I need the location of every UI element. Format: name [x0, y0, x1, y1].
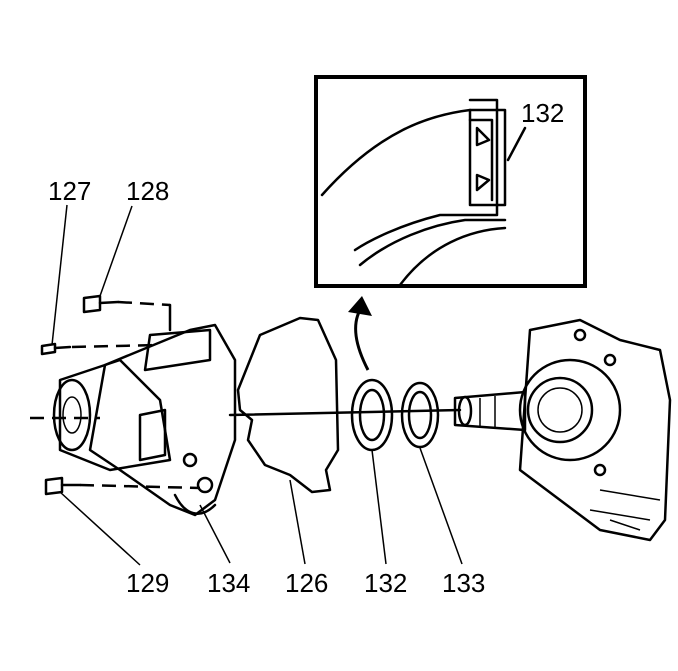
label-132: 132	[364, 568, 407, 598]
extension-housing	[52, 323, 237, 517]
gasket	[236, 316, 340, 494]
label-126: 126	[285, 568, 328, 598]
leader-lines	[51, 204, 463, 566]
stud-127	[40, 342, 161, 356]
transmission-case	[453, 318, 672, 542]
seal-132	[350, 378, 394, 452]
label-133: 133	[442, 568, 485, 598]
label-128: 128	[126, 176, 169, 206]
bolt-129	[44, 476, 201, 496]
detail-arrow	[348, 296, 372, 371]
label-127: 127	[48, 176, 91, 206]
label-129: 129	[126, 568, 169, 598]
bolt-128	[82, 294, 172, 332]
seal-detail-inset	[314, 75, 587, 288]
label-134: 134	[207, 568, 250, 598]
o-ring-133	[400, 381, 440, 449]
label-132-detail: 132	[521, 98, 564, 128]
